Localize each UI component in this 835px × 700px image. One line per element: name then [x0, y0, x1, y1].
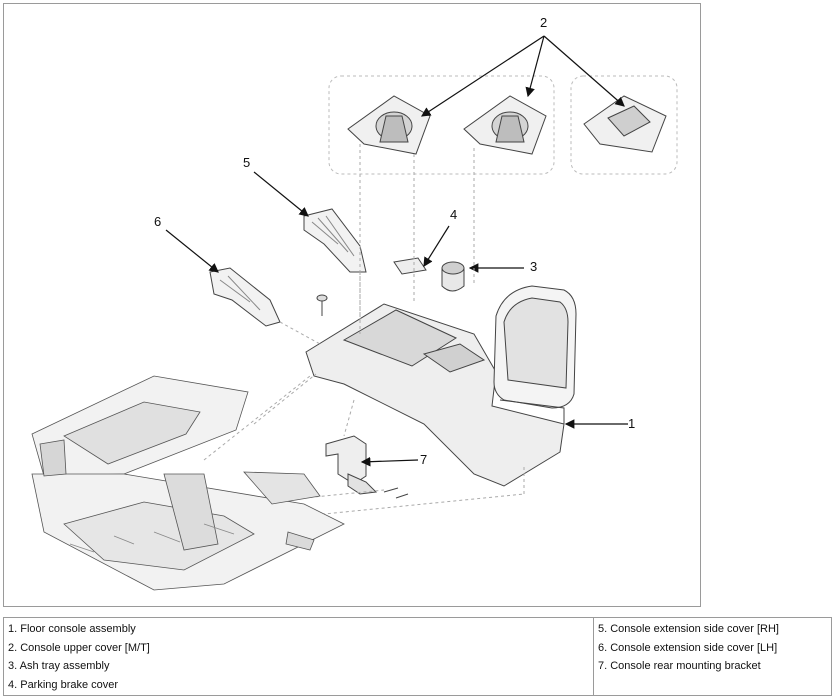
callout-6: 6 [154, 214, 162, 229]
legend-item: 6. Console extension side cover [LH] [598, 641, 778, 654]
callout-7: 7 [420, 452, 428, 467]
upper-cover-group-box-2 [570, 75, 678, 175]
upper-cover-part-1 [347, 95, 431, 155]
parts-legend: 1. Floor console assembly 2. Console upp… [3, 617, 832, 696]
parking-brake-cover-part [393, 257, 427, 275]
legend-item: 7. Console rear mounting bracket [598, 660, 761, 672]
guide-lines [203, 144, 525, 517]
callout-3: 3 [530, 259, 538, 274]
legend-item: 1. Floor console assembly [8, 623, 136, 635]
legend-item: 2. Console upper cover [M/T] [8, 641, 150, 654]
rear-bracket-part [325, 435, 378, 495]
side-cover-lh-part [209, 267, 281, 327]
upper-cover-part-3 [583, 95, 667, 153]
legend-item: 4. Parking brake cover [8, 678, 119, 691]
legend-item: 3. Ash tray assembly [8, 660, 110, 672]
callout-2: 2 [540, 15, 548, 30]
callout-1: 1 [628, 416, 636, 431]
floor-console-part [305, 285, 577, 487]
legend-item: 5. Console extension side cover [RH] [598, 623, 779, 635]
diagram-drawing [31, 35, 678, 591]
callout-5: 5 [243, 155, 251, 170]
exploded-diagram: 2 5 6 4 3 1 7 [3, 3, 701, 607]
vehicle-floor-part [31, 375, 345, 591]
screw-part [316, 294, 328, 316]
side-cover-rh-part [303, 208, 367, 273]
upper-cover-part-2 [463, 95, 547, 155]
legend-column-right: 5. Console extension side cover [RH] 6. … [594, 618, 831, 695]
bracket-bolt [383, 487, 409, 499]
legend-column-left: 1. Floor console assembly 2. Console upp… [4, 618, 594, 695]
callout-4: 4 [450, 207, 458, 222]
ash-tray-part [441, 261, 465, 292]
